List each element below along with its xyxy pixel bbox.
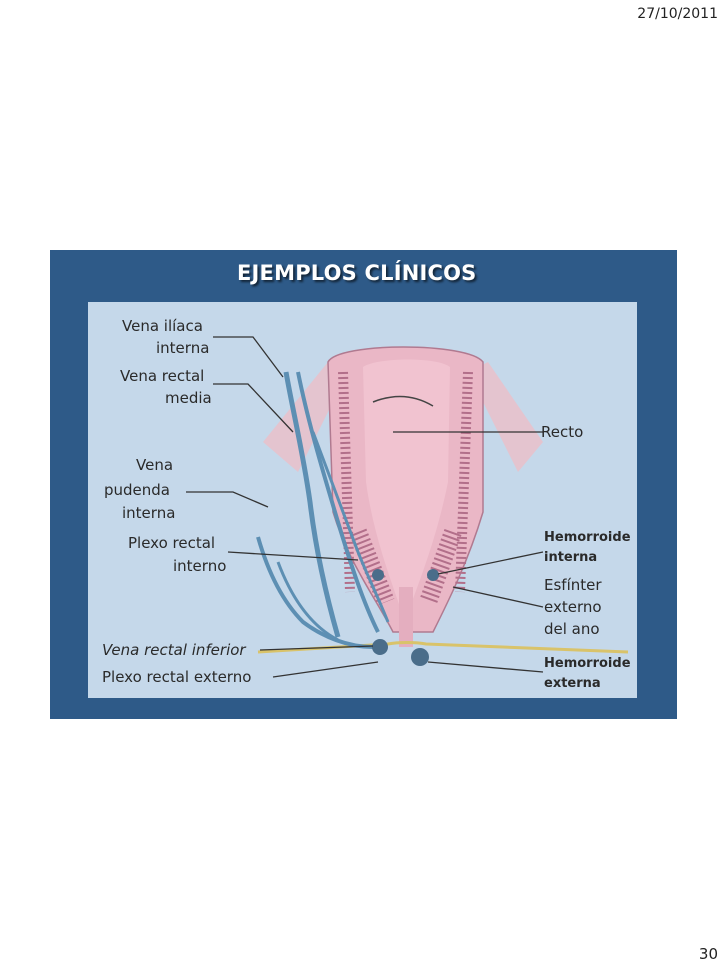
label-esfinter-2: externo	[544, 598, 602, 616]
label-vena-rectal-inferior: Vena rectal inferior	[102, 641, 246, 659]
slide-date: 27/10/2011	[637, 6, 718, 22]
slide-panel: EJEMPLOS CLÍNICOS	[50, 250, 677, 719]
label-recto: Recto	[541, 423, 584, 441]
label-vena-pudenda: Vena	[136, 456, 174, 474]
label-vena-pudenda-2: pudenda	[104, 481, 170, 499]
anatomy-illustration	[186, 336, 629, 678]
label-vena-pudenda-3: interna	[122, 504, 176, 522]
page-number: 30	[698, 945, 718, 963]
label-vena-iliaca-interna: interna	[156, 339, 210, 357]
label-plexo-rectal-interno-2: interno	[173, 557, 227, 575]
anatomy-figure: Vena ilíaca interna Vena rectal media Ve…	[88, 302, 637, 698]
label-hemorroide-interna-2: interna	[544, 550, 598, 565]
label-vena-rectal-media-2: media	[165, 389, 212, 407]
label-hemorroide-interna: Hemorroide	[544, 530, 631, 545]
label-vena-rectal-media: Vena rectal	[120, 367, 205, 385]
label-hemorroide-externa: Hemorroide	[544, 656, 631, 671]
label-esfinter: Esfínter	[544, 576, 602, 594]
label-plexo-rectal-externo: Plexo rectal externo	[102, 668, 252, 686]
label-vena-iliaca: Vena ilíaca	[122, 317, 203, 335]
slide-title: EJEMPLOS CLÍNICOS	[237, 261, 477, 285]
label-esfinter-3: del ano	[544, 620, 600, 638]
label-plexo-rectal-interno: Plexo rectal	[128, 534, 216, 552]
label-hemorroide-externa-2: externa	[544, 676, 601, 691]
